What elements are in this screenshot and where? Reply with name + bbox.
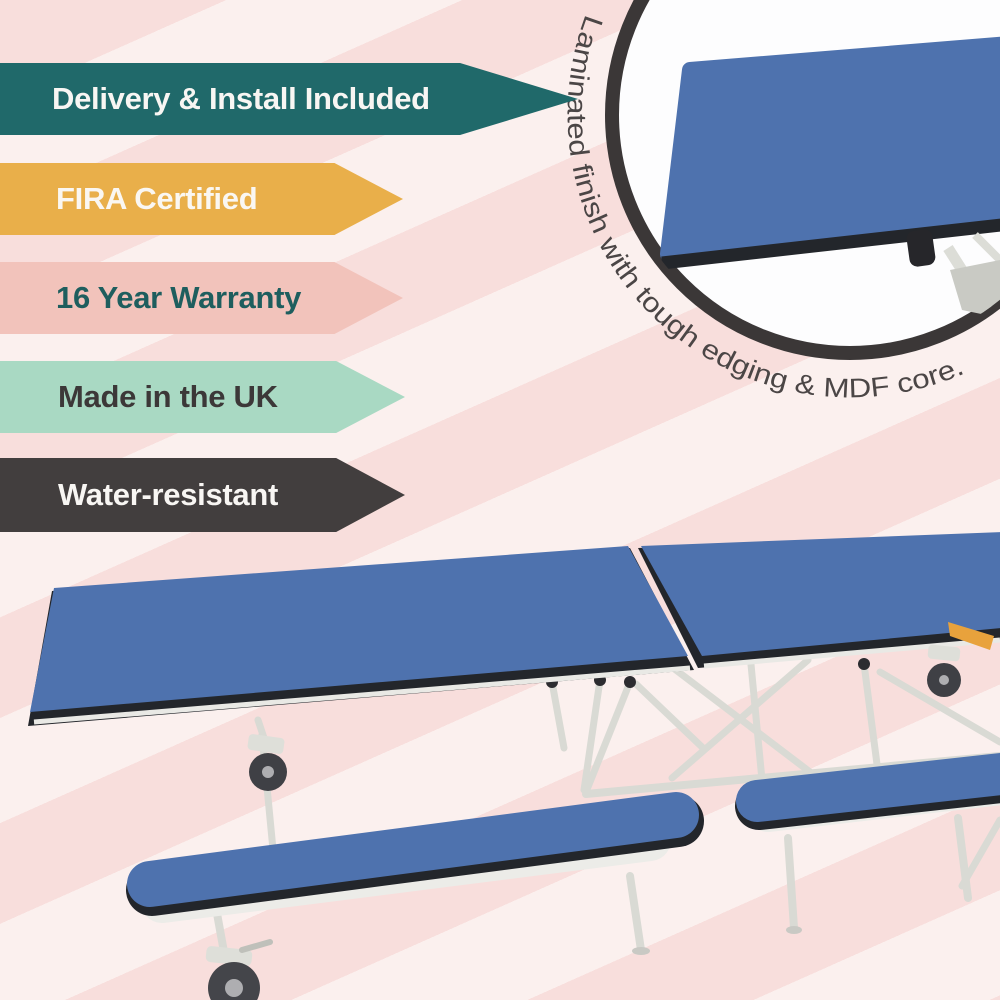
- badge-label: Delivery & Install Included: [52, 81, 430, 116]
- detail-inset: [605, 0, 1000, 360]
- bench-caster: [205, 939, 273, 1000]
- inset-edge-clamp: [906, 229, 936, 267]
- badge-made-in-uk: Made in the UK: [0, 361, 405, 433]
- badge-label: 16 Year Warranty: [56, 280, 302, 315]
- fold-mechanism-accent: [948, 622, 994, 650]
- tabletop-right: [638, 532, 1000, 669]
- folding-bench-table: [28, 532, 1000, 1000]
- inset-photo: [660, 36, 1000, 333]
- badge-warranty: 16 Year Warranty: [0, 262, 403, 334]
- badge-label: FIRA Certified: [56, 181, 258, 216]
- bench-front: [126, 792, 704, 956]
- tabletop-left: [28, 546, 694, 726]
- badge-label: Water-resistant: [58, 477, 279, 512]
- badge-fira-certified: FIRA Certified: [0, 163, 403, 235]
- badge-delivery-install: Delivery & Install Included: [0, 63, 578, 135]
- badge-water-resistant: Water-resistant: [0, 458, 405, 532]
- caster-left: [247, 734, 287, 791]
- badge-label: Made in the UK: [58, 379, 278, 414]
- bench-right: [735, 752, 1000, 934]
- caster-right: [927, 644, 961, 697]
- inset-tabletop-corner: [660, 36, 1000, 262]
